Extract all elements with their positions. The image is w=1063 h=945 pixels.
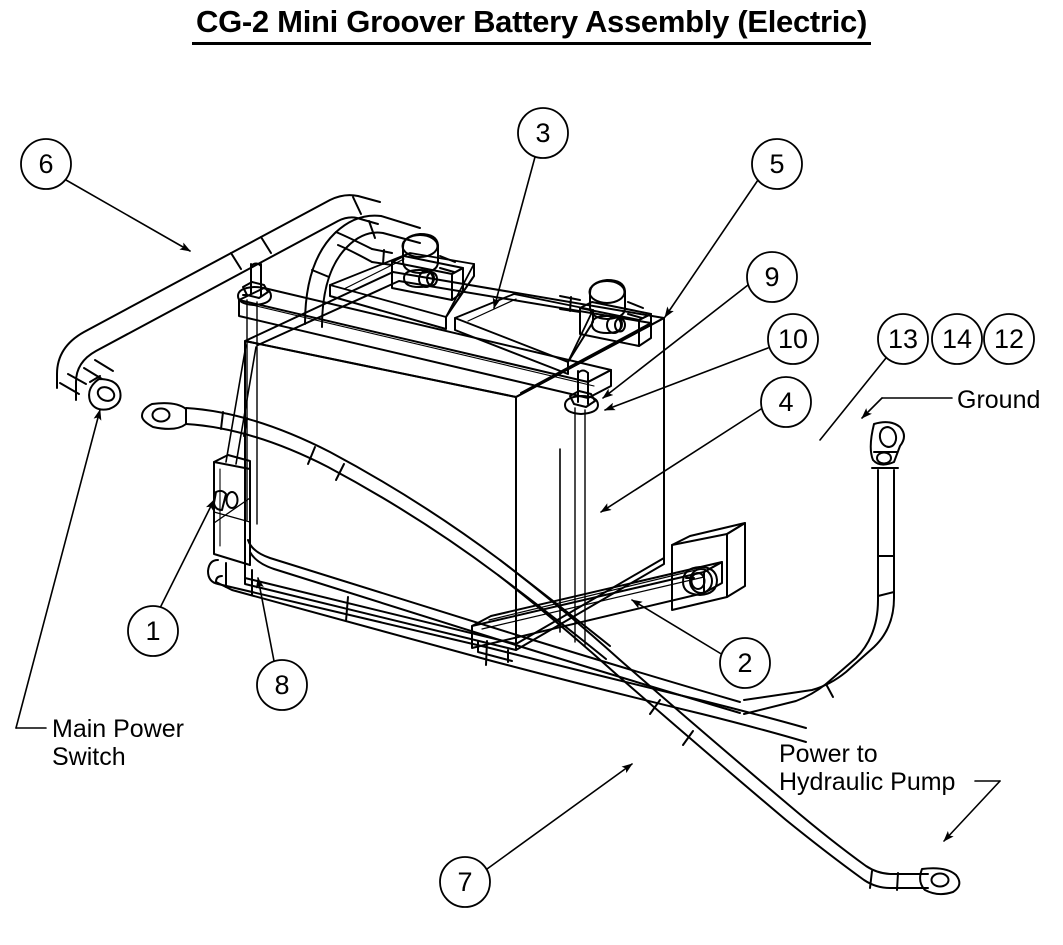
leader-6 xyxy=(65,179,191,252)
hydraulic-pump-power-cable xyxy=(497,559,929,891)
leader-4 xyxy=(600,408,762,513)
leader-10 xyxy=(604,347,769,411)
positive-terminal-clamp xyxy=(559,279,652,347)
tube-frame-upper-inner xyxy=(304,214,421,328)
callout-14[interactable]: 14 xyxy=(931,313,983,365)
callout-2[interactable]: 2 xyxy=(719,637,771,689)
leader-ground-2 xyxy=(861,397,883,419)
callout-4[interactable]: 4 xyxy=(760,376,812,428)
page-title: CG-2 Mini Groover Battery Assembly (Elec… xyxy=(192,5,871,45)
threaded-rod-left xyxy=(246,262,262,525)
battery-tray-bracket xyxy=(471,522,746,663)
cable-lug-ground xyxy=(869,421,905,469)
battery-hold-down-bar xyxy=(238,287,612,399)
leader-lines xyxy=(15,156,1001,870)
tube-frame-lower-secondary xyxy=(247,539,741,714)
callout-balloons: 6 3 5 9 10 4 1 xyxy=(20,107,1035,908)
negative-terminal-clamp xyxy=(371,233,464,301)
hex-nut-washer-right xyxy=(564,390,599,415)
leader-2 xyxy=(631,599,724,656)
callout-label: 1 xyxy=(145,616,160,646)
leader-7 xyxy=(486,763,633,870)
callout-7[interactable]: 7 xyxy=(439,856,491,908)
leader-3 xyxy=(492,156,536,309)
callout-13[interactable]: 13 xyxy=(877,313,929,365)
title-block: CG-2 Mini Groover Battery Assembly (Elec… xyxy=(0,5,1063,45)
mounting-bracket-plate xyxy=(213,454,251,566)
frame-diagonal-brace xyxy=(225,344,257,465)
callout-label: 4 xyxy=(778,387,793,417)
callout-label: 13 xyxy=(888,324,918,354)
callout-9[interactable]: 9 xyxy=(746,251,798,303)
leader-1 xyxy=(159,499,215,609)
callout-label: 14 xyxy=(942,324,972,354)
ground-cable xyxy=(743,469,895,715)
callout-label: 10 xyxy=(778,324,808,354)
callout-label: 5 xyxy=(769,149,784,179)
label-ground: Ground xyxy=(957,386,1041,414)
leader-main-power-2 xyxy=(15,409,102,729)
cable-lug-main-power xyxy=(88,375,122,411)
callout-5[interactable]: 5 xyxy=(751,138,803,190)
leader-5 xyxy=(664,179,759,318)
tube-frame-lower xyxy=(207,559,807,743)
cable-lug-positive xyxy=(141,402,187,430)
callout-12[interactable]: 12 xyxy=(983,313,1035,365)
callout-8[interactable]: 8 xyxy=(256,659,308,711)
leader-9 xyxy=(602,284,749,399)
callout-label: 12 xyxy=(994,324,1024,354)
callout-3[interactable]: 3 xyxy=(517,107,569,159)
leader-hyd-2 xyxy=(943,780,1001,842)
callout-label: 2 xyxy=(737,648,752,678)
callout-label: 7 xyxy=(457,867,472,897)
battery-cable-negative-top xyxy=(335,231,373,263)
hex-nut-washer-left xyxy=(237,281,272,306)
cable-lug-hydraulic xyxy=(919,867,961,896)
tube-frame-upper xyxy=(56,194,381,401)
callout-6[interactable]: 6 xyxy=(20,138,72,190)
label-power-to-hydraulic-pump: Power to Hydraulic Pump xyxy=(779,740,956,796)
leader-13 xyxy=(819,357,887,441)
leader-8 xyxy=(255,577,275,662)
callout-10[interactable]: 10 xyxy=(767,313,819,365)
callout-1[interactable]: 1 xyxy=(127,605,179,657)
battery xyxy=(244,252,665,651)
label-main-power-switch: Main Power Switch xyxy=(52,715,184,771)
callout-label: 9 xyxy=(764,262,779,292)
callout-label: 8 xyxy=(274,670,289,700)
callout-label: 3 xyxy=(535,118,550,148)
callout-label: 6 xyxy=(38,149,53,179)
